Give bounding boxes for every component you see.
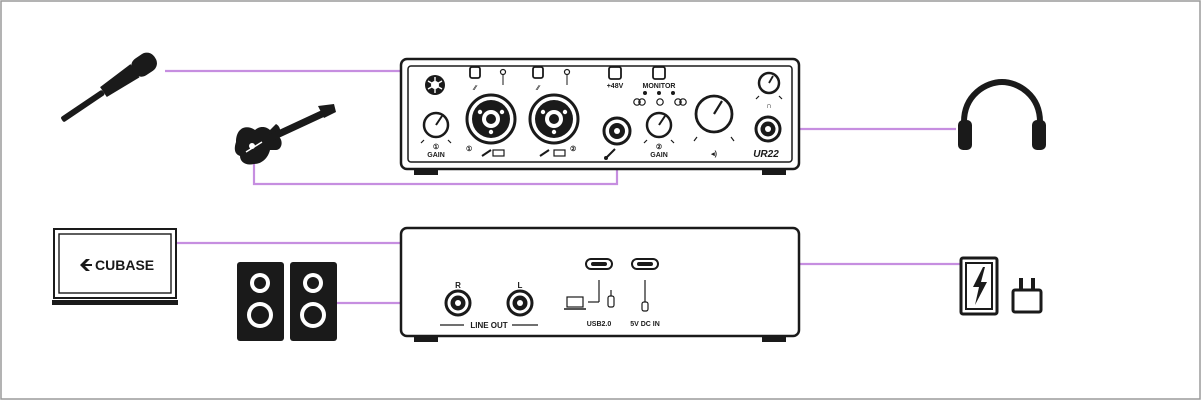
speakers-icon [237,262,337,341]
microphone-icon [61,52,157,122]
input-1-combo-jack[interactable] [465,93,517,145]
headphones-icon [958,78,1046,150]
usb-device-icons [564,280,615,310]
yamaha-logo-icon [425,75,445,95]
rear-left-foot [414,336,438,342]
input-2-number: ② [570,145,576,153]
hi-z-instrument-icon [604,148,616,160]
cubase-logo-icon [80,259,92,271]
rear-right-foot [762,336,786,342]
input-2-mic-inst-icon [539,149,566,157]
input-1-mic-inst-icon [481,149,505,157]
computer-icon: CUBASE [52,228,178,305]
gain-2-knob[interactable] [643,111,675,144]
output-level-knob[interactable] [693,94,735,142]
front-right-foot [762,169,786,175]
guitar-icon [234,104,336,165]
hi-z-switch-1-label: ∕∕ [472,85,478,92]
line-out-l-jack[interactable] [506,289,534,317]
hi-z-switch-1[interactable] [469,66,481,79]
line-out-l-label: L [518,281,523,290]
hi-z-switch-2-label: ∕∕ [535,85,541,92]
ur22-logo: UR22 [753,149,779,160]
gain-2-label: GAIN [650,152,668,159]
power-plug-icon [1011,278,1043,314]
gain-1-knob[interactable] [420,111,452,144]
gain-2-number: ② [656,143,662,151]
usb-label: USB2.0 [587,321,612,328]
input-1-led [499,68,507,76]
hi-z-switch-2[interactable] [532,66,544,79]
input-2-led [563,68,571,76]
hi-z-instrument-jack[interactable] [602,116,632,146]
input-1-number: ① [466,145,472,153]
laptop-icon [564,296,586,310]
line-out-r-label: R [455,281,461,290]
dc-in-label: 5V DC IN [630,321,660,328]
dc-in-port[interactable] [631,258,659,270]
headphone-symbol: ∩ [766,101,772,110]
phones-level-knob[interactable] [755,71,783,100]
gain-1-label: GAIN [427,152,445,159]
input-2-combo-jack[interactable] [528,93,580,145]
phantom-power-label: +48V [607,83,624,90]
dc-plug-icon [641,280,649,312]
usb-port[interactable] [585,258,613,270]
gain-1-number: ① [433,143,439,151]
monitor-label: MONITOR [643,83,676,90]
cubase-logo-text: CUBASE [95,257,154,273]
speaker-volume-icon: ◂) [710,151,717,158]
rear-panel: R L LINE OUT [399,226,801,342]
front-left-foot [414,169,438,175]
phantom-power-switch[interactable] [608,66,622,80]
monitor-mode-indicators [633,91,687,106]
monitor-switch[interactable] [652,66,666,80]
headphone-jack[interactable] [754,115,782,143]
usb-plug-icon [607,290,615,308]
line-out-r-jack[interactable] [444,289,472,317]
power-bank-icon [959,256,999,316]
front-panel: ① GAIN ∕∕ ① ∕∕ [399,57,801,175]
line-out-label: LINE OUT [470,321,507,330]
